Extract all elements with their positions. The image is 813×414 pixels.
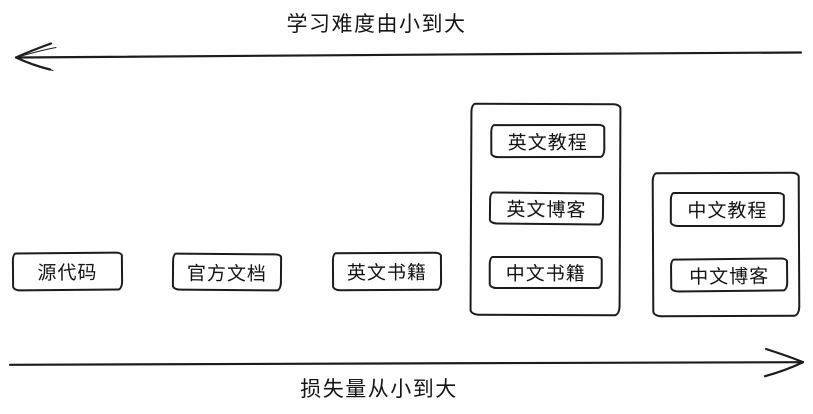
node-english-blogs-label: 英文博客 [506, 198, 587, 222]
node-source-code: 源代码 [11, 251, 124, 292]
node-chinese-tutorials-label: 中文教程 [687, 199, 768, 223]
node-english-blogs: 英文博客 [488, 191, 605, 226]
node-english-books: 英文书籍 [331, 251, 443, 292]
node-chinese-blogs: 中文博客 [669, 257, 789, 293]
node-chinese-books: 中文书籍 [488, 255, 603, 290]
node-english-tutorials: 英文教程 [490, 123, 606, 159]
group-chinese-resources: 中文教程 中文博客 [651, 171, 801, 318]
node-chinese-tutorials: 中文教程 [669, 191, 785, 228]
node-english-books-label: 英文书籍 [346, 261, 428, 285]
node-english-tutorials-label: 英文教程 [507, 131, 588, 154]
node-chinese-books-label: 中文书籍 [505, 262, 586, 286]
node-official-docs-label: 官方文档 [186, 262, 268, 285]
node-chinese-blogs-label: 中文博客 [689, 265, 770, 288]
difficulty-axis-arrow-left [14, 42, 803, 72]
node-source-code-label: 源代码 [37, 261, 98, 285]
loss-axis-label: 损失量从小到大 [300, 377, 458, 401]
node-official-docs: 官方文档 [171, 252, 283, 292]
group-intermediate-resources: 英文教程 英文博客 中文书籍 [469, 102, 622, 317]
difficulty-axis-label: 学习难度由小到大 [286, 12, 467, 36]
